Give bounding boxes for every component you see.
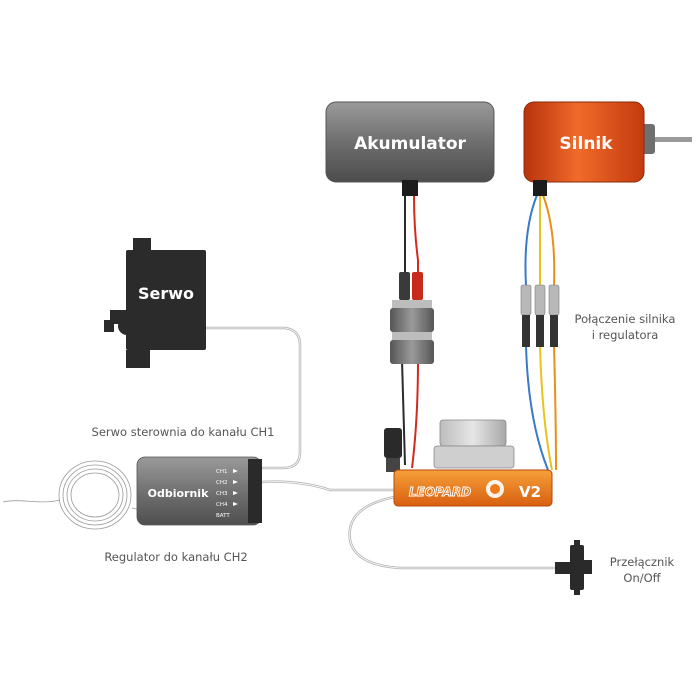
receiver-channel-labels: CH1 CH2 CH3 CH4 BATT bbox=[216, 469, 238, 519]
switch-caption-2: On/Off bbox=[623, 571, 661, 585]
esc-version-label: V2 bbox=[519, 483, 541, 501]
battery: Akumulator bbox=[325, 101, 495, 196]
svg-text:CH2: CH2 bbox=[216, 480, 227, 486]
motor-bullet-connectors bbox=[520, 284, 560, 347]
regulator-channel-caption: Regulator do kanału CH2 bbox=[104, 550, 247, 564]
motor-label: Silnik bbox=[559, 134, 613, 154]
servo: Serwo bbox=[104, 238, 206, 368]
svg-text:BATT: BATT bbox=[216, 513, 230, 519]
esc-brand-logo: LEOPARD bbox=[409, 485, 471, 499]
motor-connection-caption-2: i regulatora bbox=[592, 328, 659, 342]
motor-connection-caption: Połączenie silnika bbox=[575, 312, 676, 326]
svg-text:CH4: CH4 bbox=[216, 502, 228, 508]
servo-label: Serwo bbox=[138, 284, 194, 303]
receiver-pin-header bbox=[248, 459, 262, 523]
battery-wire-boot bbox=[402, 180, 418, 196]
servo-channel-caption: Serwo sterownia do kanału CH1 bbox=[92, 425, 275, 439]
receiver: Odbiornik CH1 CH2 CH3 CH4 BATT bbox=[136, 456, 262, 526]
battery-label: Akumulator bbox=[354, 134, 466, 154]
receiver-antenna-coil bbox=[2, 460, 186, 530]
motor: Silnik bbox=[523, 101, 692, 196]
motor-wire-boot bbox=[533, 180, 547, 196]
switch-caption: Przełącznik bbox=[610, 555, 675, 569]
battery-connector bbox=[390, 272, 434, 364]
esc-regulator: LEOPARD V2 bbox=[384, 419, 553, 507]
receiver-label: Odbiornik bbox=[148, 487, 209, 500]
regulator-signal-wire bbox=[261, 480, 395, 492]
servo-wire bbox=[205, 326, 302, 470]
svg-text:CH1: CH1 bbox=[216, 469, 227, 475]
switch-wire bbox=[348, 494, 555, 570]
svg-text:CH3: CH3 bbox=[216, 491, 228, 497]
on-off-switch bbox=[555, 540, 592, 595]
